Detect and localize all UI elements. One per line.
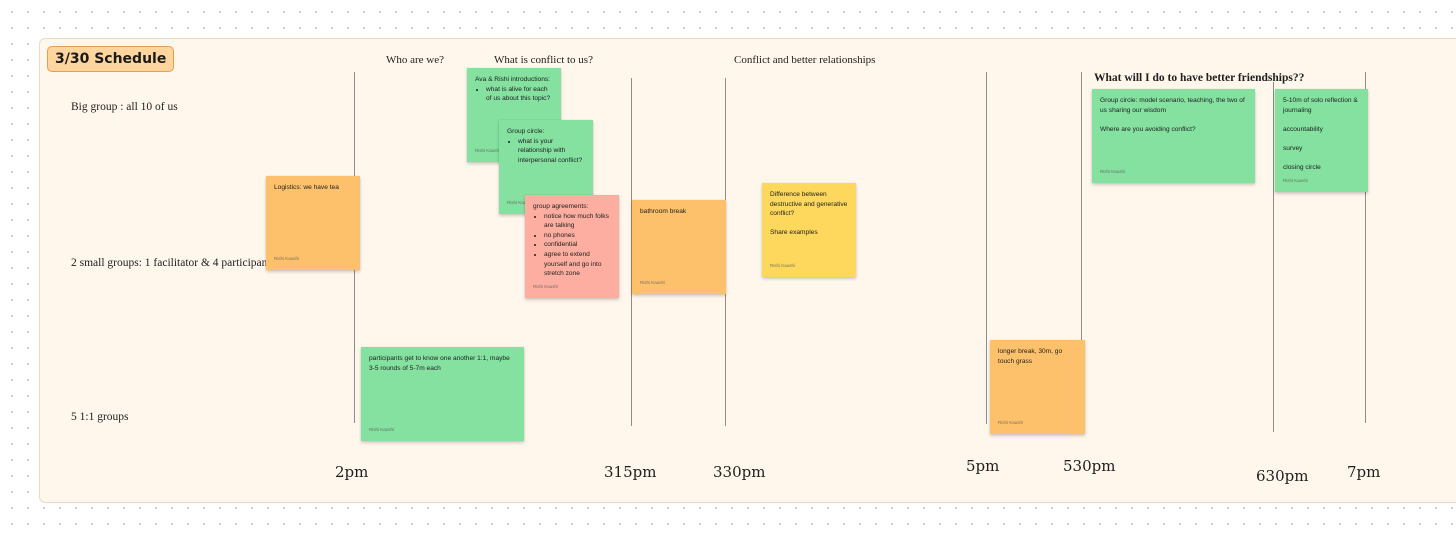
sticky-bullets: what is your relationship with interpers…: [507, 137, 585, 166]
row-label-big-group: Big group : all 10 of us: [71, 101, 178, 113]
time-label-315pm: 315pm: [604, 463, 657, 481]
sticky-author: Rishi Kaushi: [533, 284, 559, 290]
sticky-bullet: what is alive for each of us about this …: [486, 85, 553, 104]
time-label-630pm: 630pm: [1256, 467, 1309, 485]
sticky-text: longer break, 30m, go touch grass: [998, 348, 1063, 365]
sticky-spacer: [1100, 115, 1247, 125]
sticky-text: Difference between destructive and gener…: [770, 191, 848, 218]
sticky-text: accountability: [1283, 125, 1323, 133]
sticky-author: Rishi Kaushi: [1283, 178, 1309, 184]
sticky-author: Rishi Kaushi: [770, 263, 796, 269]
sticky-bullet: agree to extend yourself and go into str…: [544, 250, 611, 279]
sticky-spacer: [1283, 154, 1360, 164]
sticky-author: Rishi Kaushi: [475, 148, 501, 154]
sticky-bullet: no phones: [544, 231, 611, 241]
sticky-text: Group circle: model scenario, teaching, …: [1100, 97, 1245, 114]
divider-7pm: [1365, 72, 1366, 423]
sticky-logistics[interactable]: Logistics: we have tea Rishi Kaushi: [266, 176, 360, 270]
sticky-author: Rishi Kaushi: [507, 200, 533, 206]
sticky-difference[interactable]: Difference between destructive and gener…: [762, 183, 856, 277]
sticky-text: Where are you avoiding conflict?: [1100, 125, 1196, 133]
sticky-longer-break[interactable]: longer break, 30m, go touch grass Rishi …: [990, 340, 1085, 434]
sticky-solo-reflection[interactable]: 5-10m of solo reflection & journaling ac…: [1275, 89, 1368, 192]
sticky-spacer: [770, 219, 848, 229]
time-label-2pm: 2pm: [335, 463, 369, 481]
sticky-bullets: what is alive for each of us about this …: [475, 85, 553, 104]
sticky-bullet: what is your relationship with interpers…: [518, 137, 585, 166]
time-label-7pm: 7pm: [1347, 463, 1381, 481]
sticky-bullets: notice how much folks are talking no pho…: [533, 212, 611, 279]
sticky-author: Rishi Kaushi: [1100, 169, 1126, 175]
row-label-one-on-one: 5 1:1 groups: [71, 411, 129, 423]
sticky-text: survey: [1283, 144, 1303, 152]
sticky-text: participants get to know one another 1:1…: [369, 355, 510, 372]
time-label-5pm: 5pm: [966, 457, 1000, 475]
sticky-spacer: [1283, 134, 1360, 144]
section-label-who: Who are we?: [386, 54, 445, 66]
sticky-title: Ava & Rishi introductions:: [475, 76, 551, 83]
section-label-relationships: Conflict and better relationships: [734, 54, 876, 66]
board-title[interactable]: 3/30 Schedule: [47, 46, 175, 72]
sticky-text: 5-10m of solo reflection & journaling: [1283, 97, 1358, 114]
time-label-530pm: 530pm: [1063, 457, 1116, 475]
divider-5pm: [986, 72, 987, 424]
sticky-text: Share examples: [770, 229, 818, 237]
row-label-small-groups: 2 small groups: 1 facilitator & 4 partic…: [71, 257, 276, 269]
sticky-author: Rishi Kaushi: [998, 420, 1024, 426]
sticky-bathroom-break[interactable]: bathroom break Rishi Kaushi: [632, 200, 726, 294]
sticky-title: group agreements:: [533, 203, 589, 210]
sticky-author: Rishi Kaushi: [369, 427, 395, 433]
sticky-text: Logistics: we have tea: [274, 184, 339, 191]
sticky-group-agreements[interactable]: group agreements: notice how much folks …: [525, 195, 619, 298]
section-label-friendships: What will I do to have better friendship…: [1094, 72, 1305, 84]
sticky-group-circle-2[interactable]: Group circle: model scenario, teaching, …: [1092, 89, 1255, 183]
sticky-author: Rishi Kaushi: [640, 280, 666, 286]
divider-530pm: [1081, 72, 1082, 423]
sticky-title: Group circle:: [507, 128, 545, 135]
section-label-conflict: What is conflict to us?: [494, 54, 593, 66]
divider-315pm: [631, 78, 632, 426]
time-label-330pm: 330pm: [713, 463, 766, 481]
sticky-spacer: [1283, 115, 1360, 125]
sticky-text: closing circle: [1283, 164, 1321, 172]
divider-630pm: [1273, 82, 1274, 432]
sticky-participants[interactable]: participants get to know one another 1:1…: [361, 347, 524, 441]
sticky-author: Rishi Kaushi: [274, 256, 300, 262]
sticky-text: bathroom break: [640, 208, 687, 215]
sticky-bullet: confidential: [544, 240, 611, 250]
sticky-bullet: notice how much folks are talking: [544, 212, 611, 231]
